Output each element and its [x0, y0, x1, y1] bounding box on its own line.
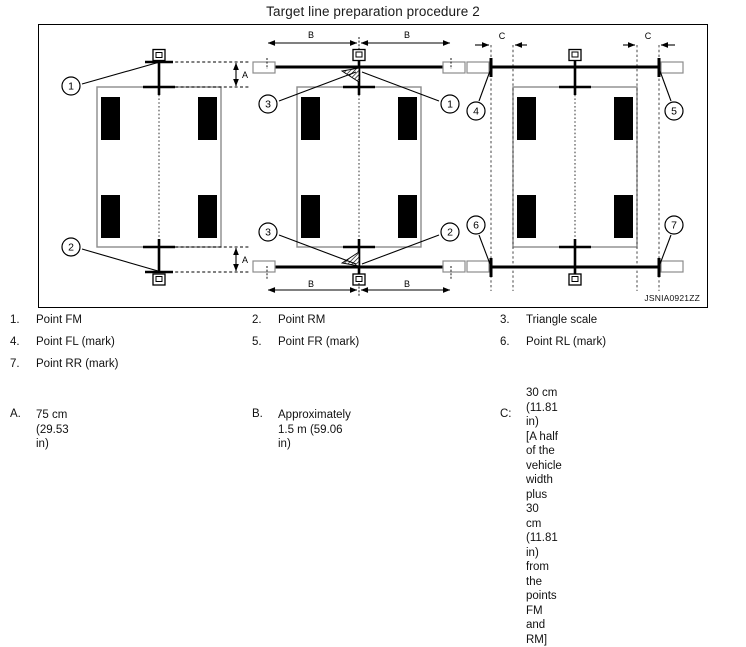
panel-2: B B 3 1 [253, 30, 465, 296]
figure-code: JSNIA0921ZZ [644, 293, 700, 303]
dimension-c-right-label: C [645, 31, 652, 41]
tire-front-right [198, 97, 217, 140]
legend: 1. Point FM 2. Point RM 3. Triangle scal… [0, 314, 746, 386]
front-target-line-end-right [661, 62, 683, 73]
point-rm-square-inner [156, 277, 162, 282]
dimension-a-rear-label: A [242, 255, 248, 265]
panel-1: A 1 A 2 [62, 50, 249, 286]
page-title: Target line preparation procedure 2 [0, 4, 746, 19]
legend-item-3-number: 3. [500, 314, 522, 326]
legend-item-2-label: Point RM [278, 314, 325, 326]
callout-4-number: 4 [473, 106, 479, 118]
callout-2-rear-number: 2 [447, 227, 453, 239]
legend-row: 4. Point FL (mark) 5. Point FR (mark) 6.… [0, 336, 746, 358]
tire-rear-left [301, 195, 320, 238]
rear-target-line-end-right [661, 261, 683, 272]
callout-1-front-number: 1 [447, 99, 453, 111]
tire-rear-right [614, 195, 633, 238]
callout-5-leader [660, 71, 671, 101]
front-target-line-end-left [253, 62, 275, 73]
note-b-line-1: Approximately 1.5 m (59.06 in) [278, 408, 351, 452]
panel-3: C C 4 5 [467, 31, 683, 291]
callout-7-number: 7 [671, 220, 677, 232]
callout-1-number: 1 [68, 81, 74, 93]
rear-target-line-end-left [253, 261, 275, 272]
callout-3-rear-number: 3 [265, 227, 271, 239]
note-a-line-1: 75 cm (29.53 in) [36, 408, 69, 452]
dimension-b-front-right-label: B [404, 30, 410, 40]
legend-item-1-number: 1. [10, 314, 32, 326]
legend-item-5-label: Point FR (mark) [278, 336, 359, 348]
legend-item-4-label: Point FL (mark) [36, 336, 115, 348]
callout-6-leader [479, 235, 490, 264]
legend-item-7-label: Point RR (mark) [36, 358, 118, 370]
note-c-line-4: RM] [526, 633, 562, 647]
note-c-line-2: [A half of the vehicle width plus 30 [526, 430, 562, 517]
figure-diagram: A 1 A 2 [39, 25, 706, 306]
tire-rear-left [517, 195, 536, 238]
legend-item-1-label: Point FM [36, 314, 82, 326]
figure-frame: A 1 A 2 [38, 24, 708, 308]
tire-front-left [301, 97, 320, 140]
dimension-notes: A. 75 cm (29.53 in) B. Approximately 1.5… [0, 386, 746, 456]
dimension-b-rear-left-label: B [308, 279, 314, 289]
rear-target-line-end-left [467, 261, 489, 272]
point-fm-square-inner [156, 53, 162, 58]
front-target-line-end-right [443, 62, 465, 73]
tire-rear-left [101, 195, 120, 238]
legend-item-3-label: Triangle scale [526, 314, 597, 326]
point-fm-square-inner [356, 52, 362, 57]
legend-item-4-number: 4. [10, 336, 32, 348]
tire-rear-right [398, 195, 417, 238]
callout-6-number: 6 [473, 220, 479, 232]
callout-3-front-number: 3 [265, 99, 271, 111]
legend-item-6-number: 6. [500, 336, 522, 348]
callout-2-leader [82, 249, 158, 271]
point-rm-square-inner [572, 277, 578, 282]
note-a-value: 75 cm (29.53 in) [36, 408, 69, 452]
callout-2-number: 2 [68, 242, 74, 254]
callout-4-leader [479, 71, 490, 101]
legend-item-7-number: 7. [10, 358, 32, 370]
callout-7-leader [660, 235, 671, 264]
legend-item-5-number: 5. [252, 336, 274, 348]
dimension-a-front-label: A [242, 70, 248, 80]
callout-1-leader [82, 63, 158, 85]
note-b-value: Approximately 1.5 m (59.06 in) [278, 408, 351, 452]
dimension-b-front-left-label: B [308, 30, 314, 40]
point-rm-square-inner [356, 277, 362, 282]
figure-page: Target line preparation procedure 2 [0, 0, 746, 457]
legend-row: 1. Point FM 2. Point RM 3. Triangle scal… [0, 314, 746, 336]
dimension-c-left-label: C [499, 31, 506, 41]
tire-front-left [101, 97, 120, 140]
point-fm-square-inner [572, 52, 578, 57]
note-c-line-1: 30 cm (11.81 in) [526, 386, 562, 430]
legend-row: 7. Point RR (mark) [0, 358, 746, 380]
note-c-key: C: [500, 408, 524, 420]
callout-5-number: 5 [671, 106, 677, 118]
tire-front-right [398, 97, 417, 140]
legend-item-2-number: 2. [252, 314, 274, 326]
tire-rear-right [198, 195, 217, 238]
triangle-scale-rear [342, 252, 359, 266]
rear-target-line-end-right [443, 261, 465, 272]
tire-front-right [614, 97, 633, 140]
dimension-b-rear-right-label: B [404, 279, 410, 289]
note-b-key: B. [252, 408, 276, 420]
triangle-scale-front [342, 68, 359, 82]
tire-front-left [517, 97, 536, 140]
note-c-value: 30 cm (11.81 in) [A half of the vehicle … [526, 386, 562, 647]
front-target-line-end-left [467, 62, 489, 73]
legend-item-6-label: Point RL (mark) [526, 336, 606, 348]
note-a-key: A. [10, 408, 34, 420]
note-c-line-3: cm (11.81 in) from the points FM and [526, 517, 562, 633]
